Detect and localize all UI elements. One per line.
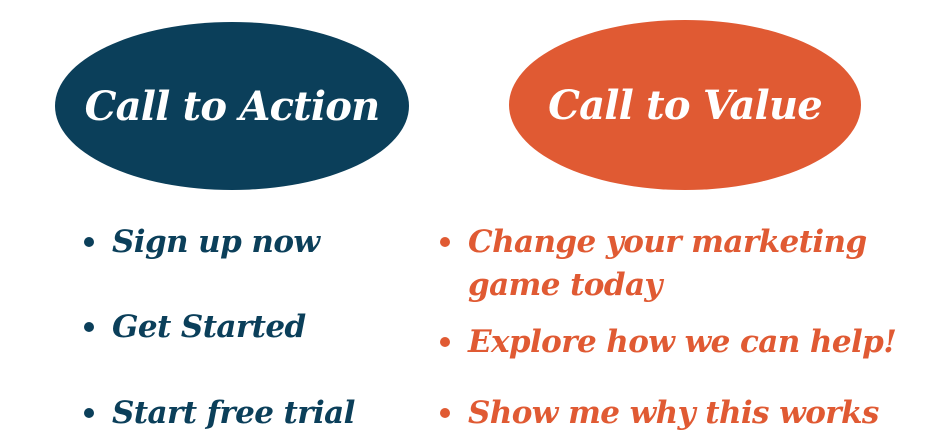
list-item-change-marketing: Change your marketing (468, 224, 867, 260)
call-to-action-oval: Call to Action (55, 22, 409, 190)
list-item-explore-help: Explore how we can help! (468, 324, 897, 360)
call-to-value-title: Call to Value (548, 81, 823, 129)
call-to-action-title: Call to Action (84, 82, 381, 130)
bullet-dot (84, 322, 94, 332)
list-item-game-today: game today (468, 267, 662, 303)
call-to-value-oval: Call to Value (509, 20, 861, 190)
bullet-dot (440, 237, 450, 247)
list-item-start-free-trial: Start free trial (112, 395, 355, 431)
bullet-dot (440, 337, 450, 347)
bullet-dot (84, 237, 94, 247)
list-item-show-why: Show me why this works (468, 395, 879, 431)
bullet-dot (84, 408, 94, 418)
list-item-sign-up-now: Sign up now (112, 224, 320, 260)
list-item-get-started: Get Started (112, 309, 306, 345)
bullet-dot (440, 408, 450, 418)
